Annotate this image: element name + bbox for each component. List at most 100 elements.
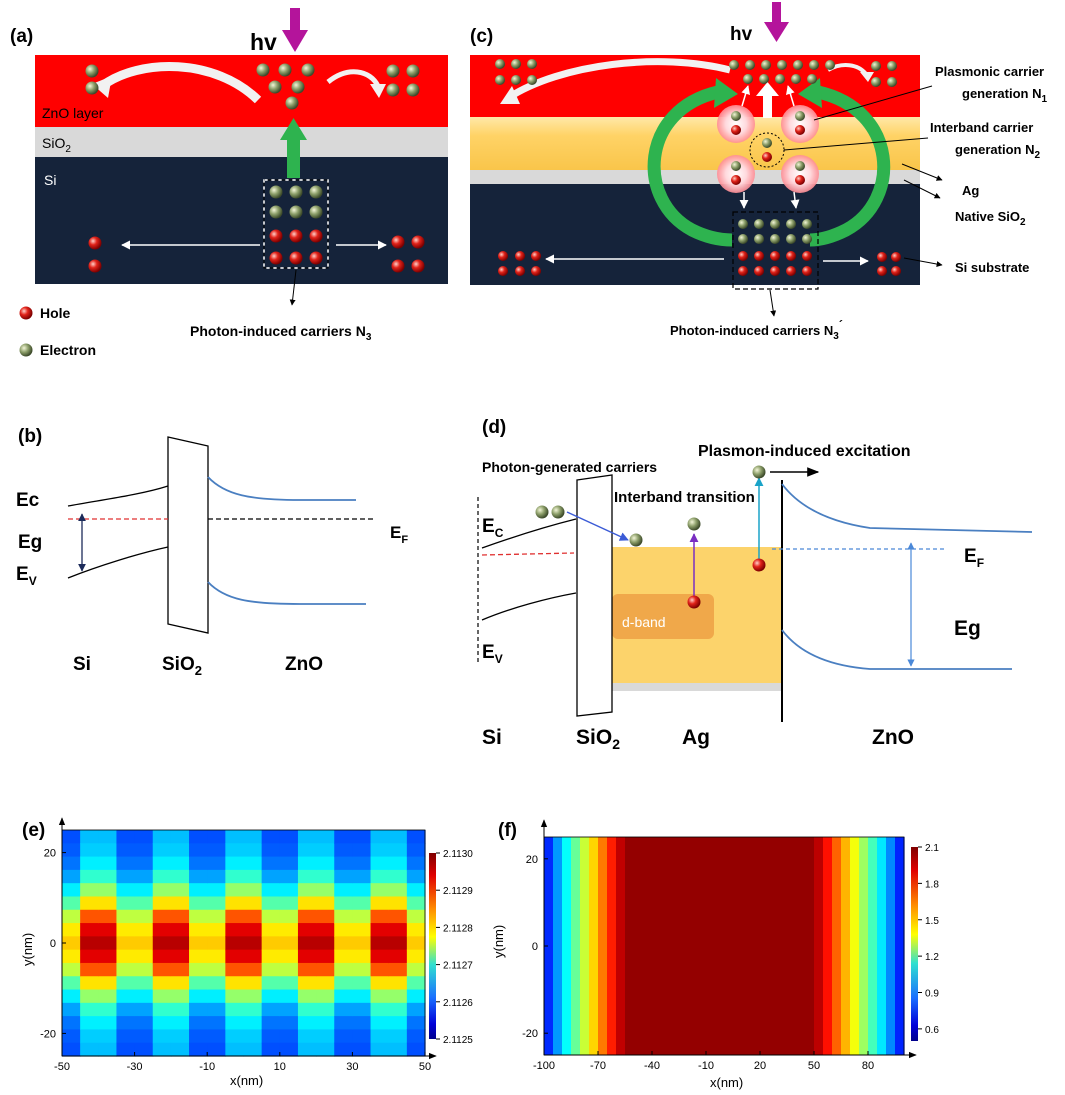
heat-cell-e [370, 923, 390, 937]
fermi-level-si-d [481, 552, 575, 556]
electron-a [301, 63, 315, 77]
y-tick-label-f: -20 [522, 1028, 538, 1040]
heat-cell-e [406, 1029, 426, 1044]
heat-cell-e [225, 869, 245, 884]
electron-a [268, 80, 282, 94]
heat-cell-e [98, 883, 118, 898]
hole-a [411, 235, 425, 249]
green-up-arrow-a [287, 138, 300, 178]
heat-cell-e [80, 1016, 99, 1031]
heat-cell-e [316, 883, 335, 898]
heat-cell-e [297, 1029, 317, 1044]
heat-cell-e [370, 909, 390, 924]
heat-cell-e [134, 856, 154, 871]
heat-cell-e [297, 896, 317, 911]
heat-cell-e [207, 1002, 226, 1017]
heat-cell-e [334, 962, 353, 977]
heat-cell-e [170, 1029, 190, 1044]
si-conduction-band-b [67, 485, 169, 507]
heat-cell-e [80, 923, 99, 937]
ef-label-d: EF [964, 546, 984, 570]
electron-c [495, 59, 505, 69]
electron-c [527, 75, 537, 85]
heat-cell-e [170, 896, 190, 911]
si-label-d: Si [482, 726, 502, 749]
heat-cell-e [388, 843, 408, 858]
electron-d-5 [752, 465, 766, 479]
interband-transition-label: Interband transition [614, 489, 755, 506]
heat-cell-e [116, 1029, 136, 1044]
heat-cell-e [62, 962, 81, 977]
hole-c [515, 266, 525, 276]
panel-c-tag: (c) [470, 26, 493, 47]
photon-generated-label: Photon-generated carriers [482, 459, 657, 475]
heat-cell-e [98, 1042, 118, 1057]
heat-cell-e [316, 896, 335, 911]
heat-cell-e [134, 909, 154, 924]
heat-cell-e [352, 830, 372, 844]
electron-a [309, 185, 323, 199]
heat-column-f [877, 837, 887, 1055]
x-tick-label-e: 10 [274, 1061, 286, 1073]
heat-column-f [751, 837, 761, 1055]
sio2-barrier-b [167, 436, 209, 634]
heat-cell-e [334, 936, 353, 951]
heat-cell-e [388, 1042, 408, 1057]
heat-cell-e [170, 909, 190, 924]
heat-cell-e [80, 1029, 99, 1044]
electron-c [791, 74, 801, 84]
heat-cell-e [297, 936, 317, 951]
electron-c [754, 219, 764, 229]
hole-a [411, 259, 425, 273]
heat-cell-e [225, 936, 245, 951]
x-axis-label-e: x(nm) [230, 1073, 263, 1088]
panel-e-tag: (e) [22, 820, 45, 841]
si-substrate-pointer [903, 257, 943, 267]
electron-c [871, 61, 881, 71]
heatmap-f [544, 837, 905, 1055]
heat-cell-e [170, 856, 190, 871]
heat-cell-e [225, 989, 245, 1004]
heat-cell-e [116, 909, 136, 924]
plasmonic-label-line2: generation N1 [962, 86, 1047, 105]
heat-cell-e [406, 869, 426, 884]
electron-c [825, 60, 835, 70]
heat-cell-e [388, 896, 408, 911]
heat-cell-e [170, 830, 190, 844]
heat-cell-e [170, 1042, 190, 1057]
heat-cell-e [388, 1002, 408, 1017]
heat-cell-e [80, 962, 99, 977]
heat-cell-e [116, 883, 136, 898]
heat-cell-e [388, 989, 408, 1004]
heat-cell-e [406, 843, 426, 858]
green-loop-right [809, 85, 891, 247]
heat-cell-e [316, 962, 335, 977]
ec-label-b: Ec [16, 490, 40, 511]
heat-cell-e [134, 962, 154, 977]
heat-column-f [544, 837, 554, 1055]
x-tick-label-f: -70 [590, 1060, 606, 1072]
heat-cell-e [406, 989, 426, 1004]
heat-cell-e [62, 1029, 81, 1044]
electron-a [309, 205, 323, 219]
electron-a [406, 64, 420, 78]
heat-cell-e [189, 1042, 208, 1057]
x-tick-label-e: 30 [346, 1061, 358, 1073]
heat-cell-e [170, 962, 190, 977]
heat-cell-e [62, 976, 81, 991]
heat-cell-e [116, 989, 136, 1004]
panel-f-tag: (f) [498, 820, 517, 841]
colorbar-e [429, 853, 436, 1039]
heat-cell-e [243, 1016, 263, 1031]
heat-cell-e [388, 869, 408, 884]
heat-cell-e [316, 976, 335, 991]
heat-cell-e [225, 909, 245, 924]
ag-label-d: Ag [682, 726, 710, 749]
colorbar-tick-label-e: 2.1125 [443, 1035, 473, 1046]
hole-c [802, 266, 812, 276]
heat-column-f [841, 837, 851, 1055]
heat-cell-e [207, 976, 226, 991]
heat-cell-e [80, 949, 99, 964]
sio2-label-a: SiO2 [42, 135, 71, 155]
